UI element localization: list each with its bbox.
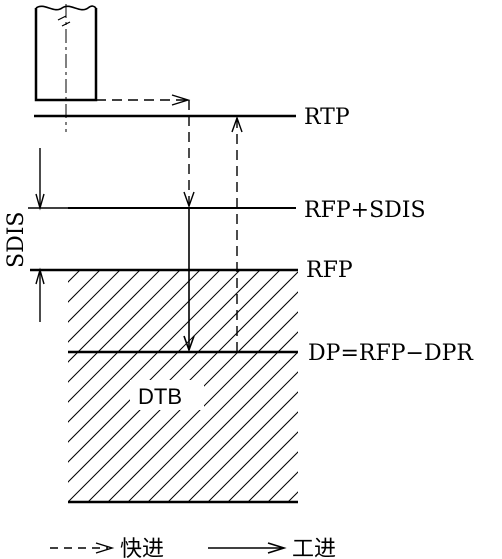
feed-arrowhead — [183, 335, 195, 353]
workpiece-hatch — [68, 270, 298, 502]
dtb-label-mask — [130, 380, 204, 410]
legend-feed-label: 工进 — [292, 536, 336, 559]
rapid-down-arrowhead — [183, 191, 195, 209]
legend-rapid-arrow-icon — [95, 542, 115, 554]
rapid-retract-arrowhead — [231, 115, 243, 133]
rapid-approach-arrowhead — [171, 94, 191, 106]
sdis-label: SDIS — [4, 212, 29, 268]
legend: 快进 工进 — [50, 536, 336, 559]
dp-label: DP=RFP−DPR — [308, 341, 474, 366]
rfp-sdis-label: RFP+SDIS — [304, 198, 426, 223]
legend-feed-arrow-icon — [267, 542, 287, 554]
legend-rapid-label: 快进 — [120, 536, 164, 559]
rtp-label: RTP — [304, 105, 350, 130]
rfp-label: RFP — [306, 258, 353, 283]
sdis-dimension — [28, 148, 68, 322]
dtb-label: DTB — [138, 384, 182, 409]
